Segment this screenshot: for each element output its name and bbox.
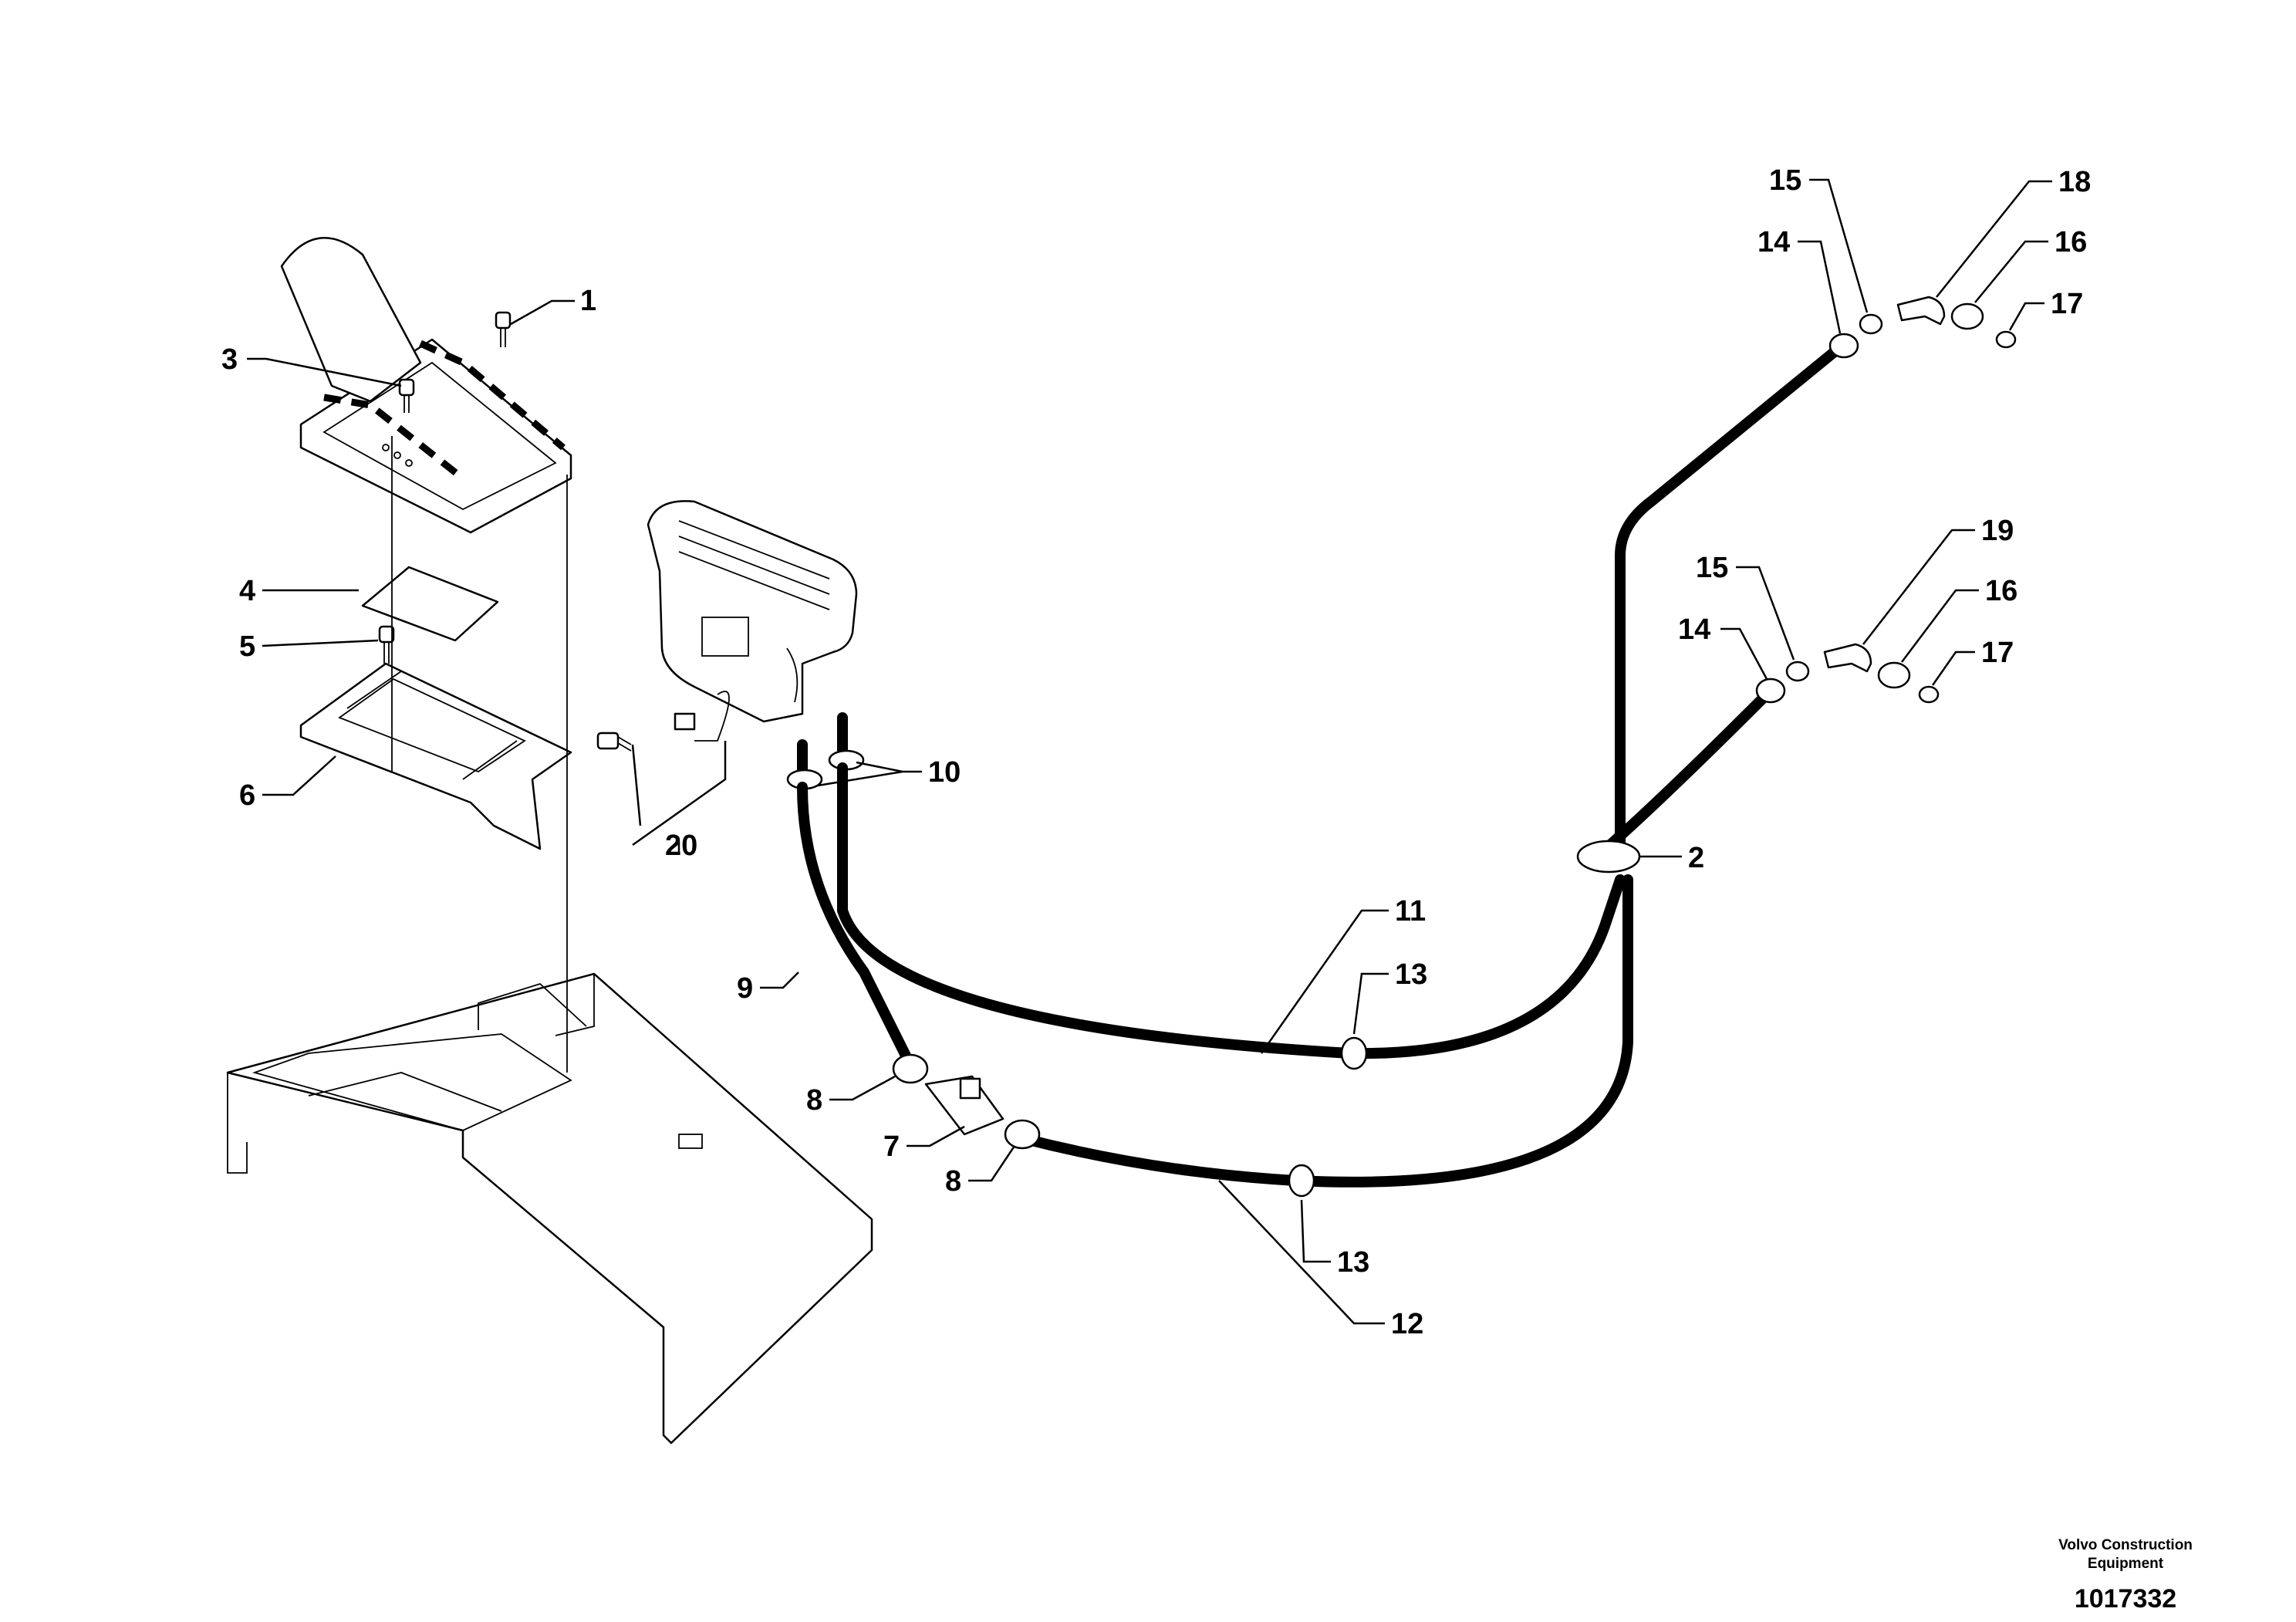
leader-6: [262, 755, 336, 796]
heater-unit: [647, 500, 858, 742]
hose-9: [797, 782, 916, 1070]
leader-11: [1260, 909, 1389, 1054]
callout-16a: 16: [2055, 226, 2087, 259]
callout-16b: 16: [1985, 575, 2017, 607]
connector-13a: [1340, 1036, 1368, 1070]
footer-company-line1: Volvo Construction: [2058, 1537, 2193, 1553]
leader-14b: [1720, 627, 1768, 680]
leader-19: [1862, 529, 1975, 645]
leader-17b: [1931, 650, 1975, 686]
document-number: 1017332: [2075, 1584, 2176, 1614]
clamp-2: [1576, 840, 1641, 874]
callout-14b: 14: [1678, 613, 1710, 646]
callout-4: 4: [239, 575, 255, 607]
leader-10: [817, 761, 922, 787]
bracket-6: [299, 662, 572, 850]
callout-14a: 14: [1757, 226, 1790, 259]
callout-12: 12: [1391, 1308, 1423, 1340]
leader-5: [262, 639, 379, 647]
screw-5: [378, 625, 395, 664]
leader-16a: [1974, 240, 2048, 303]
plate-4: [361, 566, 499, 642]
callout-13b: 13: [1337, 1246, 1369, 1279]
elbow-19: [1823, 643, 1872, 673]
footer-company-line2: Equipment: [2088, 1556, 2164, 1572]
adapter-16a: [1950, 302, 1984, 330]
callout-8b: 8: [945, 1165, 961, 1198]
leader-14a: [1798, 240, 1842, 334]
callout-2: 2: [1688, 842, 1704, 874]
callout-11: 11: [1395, 895, 1426, 928]
callout-20: 20: [665, 830, 697, 862]
oring-17a: [1995, 330, 2017, 349]
clamp-14b: [1755, 678, 1786, 704]
callout-18: 18: [2058, 166, 2091, 198]
leader-8a: [829, 1075, 896, 1101]
nut-15b: [1785, 661, 1810, 682]
leader-3: [247, 357, 402, 387]
screw-3: [398, 378, 415, 413]
callout-5: 5: [239, 630, 255, 663]
screw-20: [596, 732, 632, 752]
leader-12: [1218, 1180, 1385, 1325]
seat-base-frame: [226, 972, 873, 1445]
hose-upper-branch: [1615, 342, 1845, 862]
callout-15b: 15: [1696, 552, 1728, 584]
bracket-line-20: [631, 741, 727, 846]
clamp-8b: [1004, 1119, 1041, 1150]
leader-9: [760, 972, 799, 989]
leader-13b: [1300, 1199, 1331, 1263]
callout-13a: 13: [1395, 958, 1427, 991]
callout-15a: 15: [1769, 164, 1801, 197]
callout-1: 1: [580, 285, 596, 317]
clamp-8a: [892, 1053, 929, 1084]
callout-17b: 17: [1981, 637, 2014, 669]
callout-3: 3: [221, 343, 238, 376]
callout-19: 19: [1981, 515, 2014, 547]
callout-7: 7: [883, 1130, 900, 1163]
oring-17b: [1918, 685, 1940, 704]
connector-13b: [1288, 1164, 1315, 1198]
nut-15a: [1859, 313, 1883, 335]
hose-11: [837, 762, 1626, 1059]
adapter-16b: [1877, 661, 1911, 689]
elbow-18: [1896, 296, 1946, 326]
leader-15a: [1809, 178, 1869, 313]
leader-16b: [1901, 589, 1979, 663]
leader-15b: [1736, 566, 1795, 661]
clamp-14a: [1828, 333, 1859, 359]
valve-7: [924, 1075, 1004, 1136]
callout-6: 6: [239, 779, 255, 812]
leader-18: [1936, 180, 2052, 298]
callout-10: 10: [928, 756, 961, 789]
leader-1: [510, 299, 575, 326]
callout-17a: 17: [2051, 288, 2083, 320]
leader-7: [907, 1125, 965, 1147]
leader-13a: [1352, 972, 1389, 1035]
leader-17a: [2008, 302, 2044, 331]
callout-8a: 8: [806, 1084, 822, 1117]
callout-9: 9: [737, 972, 753, 1005]
hose-12: [1017, 874, 1633, 1188]
screw-1: [495, 311, 512, 347]
leader-8b: [968, 1145, 1016, 1182]
control-console: [280, 237, 572, 534]
